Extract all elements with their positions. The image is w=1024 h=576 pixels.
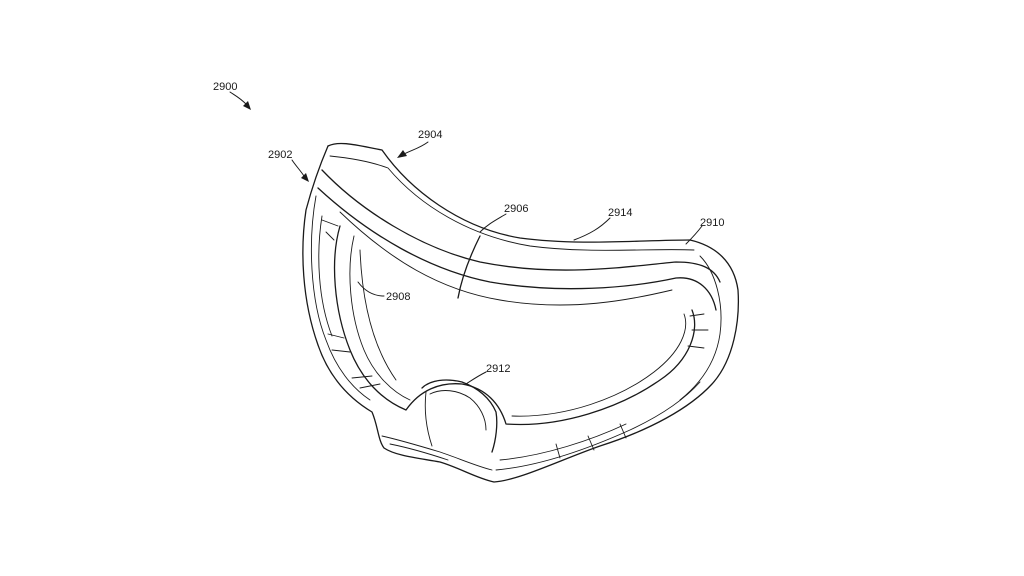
- label-2912: 2912: [486, 363, 510, 375]
- reference-numerals: 2900 2902 2904 2906 2914 2910 2908 2912: [213, 81, 724, 375]
- label-2906: 2906: [504, 203, 528, 215]
- label-2900: 2900: [213, 81, 237, 93]
- facial-interface-outline: [302, 142, 739, 483]
- label-2914: 2914: [608, 207, 632, 219]
- label-2904: 2904: [418, 129, 442, 141]
- label-2902: 2902: [268, 149, 292, 161]
- label-2910: 2910: [700, 217, 724, 229]
- leader-lines: [229, 91, 703, 385]
- label-2908: 2908: [386, 291, 410, 303]
